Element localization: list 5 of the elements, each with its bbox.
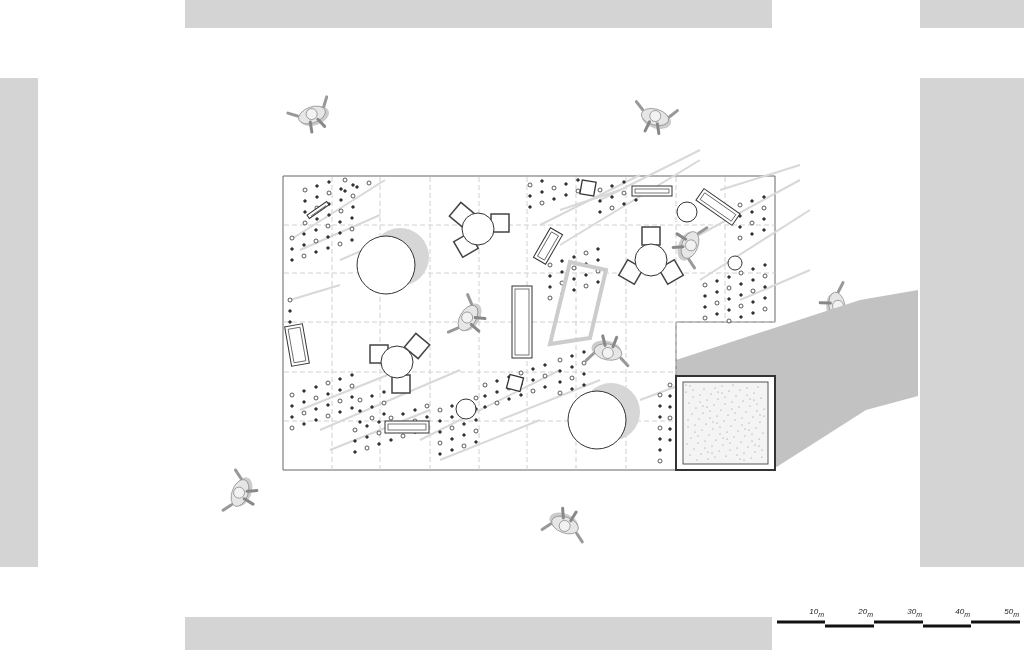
scale-label: 10$_{m}$ — [809, 608, 824, 616]
scale-label: 20$_{m}$ — [858, 608, 873, 616]
scale-label: 30$_{m}$ — [907, 608, 922, 616]
scale-label: 50$_{m}$ — [1004, 608, 1019, 616]
scale-label: 40$_{m}$ — [955, 608, 970, 616]
